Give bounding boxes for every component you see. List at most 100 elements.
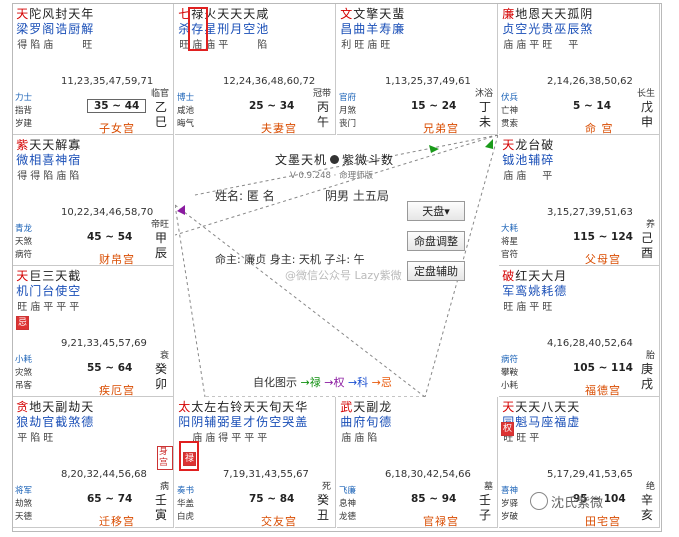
star-char: 神 [55,153,68,167]
name-field: 姓名: 匿 名 [215,189,275,203]
star-char: 星 [230,415,243,429]
minor-god: 贯索 [501,119,519,129]
assist-chart-button[interactable]: 定盘辅助 [407,261,465,281]
star-char: 天 [243,7,256,21]
range-text: 45 ~ 54 [87,231,133,243]
age-list: 10,22,34,46,58,70 [61,207,154,218]
minor-gods: 博士咸池晦气 [177,92,194,131]
star-char: 陀 [29,7,42,21]
star-char: 天 [55,269,68,283]
brightness: 平 [218,40,229,51]
legend-prefix: 自化图示 [253,376,297,389]
age-list: 9,21,33,45,57,69 [61,338,147,349]
star-char: 左 [204,400,217,414]
minor-gods: 奏书华盖白虎 [177,485,194,524]
brightness: 陷 [30,433,41,444]
brightness: 庙 [205,40,216,51]
minor-god: 岁破 [501,512,519,522]
star-char: 天 [217,7,230,21]
star-char: 池 [515,153,528,167]
range-text: 15 ~ 24 [411,100,457,112]
minor-god: 华盖 [177,499,195,509]
brightness: 庙 [354,433,365,444]
minor-god: 攀鞍 [501,368,519,378]
star-char: 军 [502,284,515,298]
palace-cell[interactable]: 天天天八天天同魁马座福虚旺旺平5,17,29,41,53,65喜神岁驿岁破95 … [499,397,660,528]
star-char: 哭 [282,415,295,429]
brightness: 庙 [192,40,203,51]
heavenly-stem: 壬 [478,493,491,507]
brightness: 庙 [192,433,203,444]
stem-branch: 癸卯 [155,362,167,392]
legend-ke: 科 [357,376,369,389]
stem-branch: 己酉 [641,231,653,261]
brightness: 陷 [43,171,54,182]
star-char: 昌 [340,22,353,36]
star-char: 贪 [16,400,29,414]
earthly-branch: 子 [478,508,491,522]
wechat-icon [530,492,548,510]
star-char: 空 [515,22,528,36]
star-char: 禄 [191,7,204,21]
tianpan-button[interactable]: 天盘▾ [407,201,465,221]
changsheng-stage: 墓 [483,482,493,492]
star-char: 诰 [55,22,68,36]
star-char: 使 [55,284,68,298]
minor-god: 力士 [15,93,33,103]
age-list: 6,18,30,42,54,66 [385,469,471,480]
star-char: 辅 [528,153,541,167]
star-char: 贵 [541,22,554,36]
star-char: 旬 [366,415,379,429]
star-char: 廉 [502,7,515,21]
changsheng-stage: 沐浴 [474,89,493,99]
star-char: 大 [541,269,554,283]
minor-god: 亡神 [501,106,519,116]
star-char: 官 [42,415,55,429]
stem-branch: 壬寅 [155,493,167,523]
palace-name: 田宅宫 [585,515,621,528]
star-char: 空 [243,22,256,36]
heavenly-stem: 丁 [478,100,491,114]
star-char: 碎 [541,153,554,167]
brightness: 庙 [503,40,514,51]
star-char: 旬 [269,400,282,414]
earthly-branch: 未 [478,115,491,129]
decade-range: 75 ~ 84 [249,493,294,505]
heavenly-stem: 辛 [640,493,653,507]
brightness: 旺 [380,40,391,51]
star-char: 解 [81,22,94,36]
star-char: 天 [282,400,295,414]
minor-gods: 飞廉息神龙德 [339,485,356,524]
star-char: 蜚 [392,7,405,21]
star-char: 封 [55,7,68,21]
brightness: 旺 [503,433,514,444]
star-char: 天 [81,400,94,414]
star-block: 文文擎天蜚昌曲羊寿廉利旺庙旺 [340,7,405,53]
star-char: 辰 [567,22,580,36]
brightness: 利 [341,40,352,51]
star-char: 七 [178,7,191,21]
minor-god: 病符 [501,355,519,365]
star-char: 武 [340,400,353,414]
star-char: 八 [541,400,554,414]
star-char: 三 [42,269,55,283]
adjust-chart-button[interactable]: 命盘调整 [407,231,465,251]
palace-name: 命 宫 [585,122,614,135]
star-block: 天巨三天截机门台使空旺庙平平平 [16,269,81,315]
heavenly-stem: 壬 [154,493,167,507]
sanfang-lines [175,135,498,397]
star-char: 厨 [68,22,81,36]
brightness: 平 [56,302,67,313]
changsheng-stage: 养 [645,220,655,230]
